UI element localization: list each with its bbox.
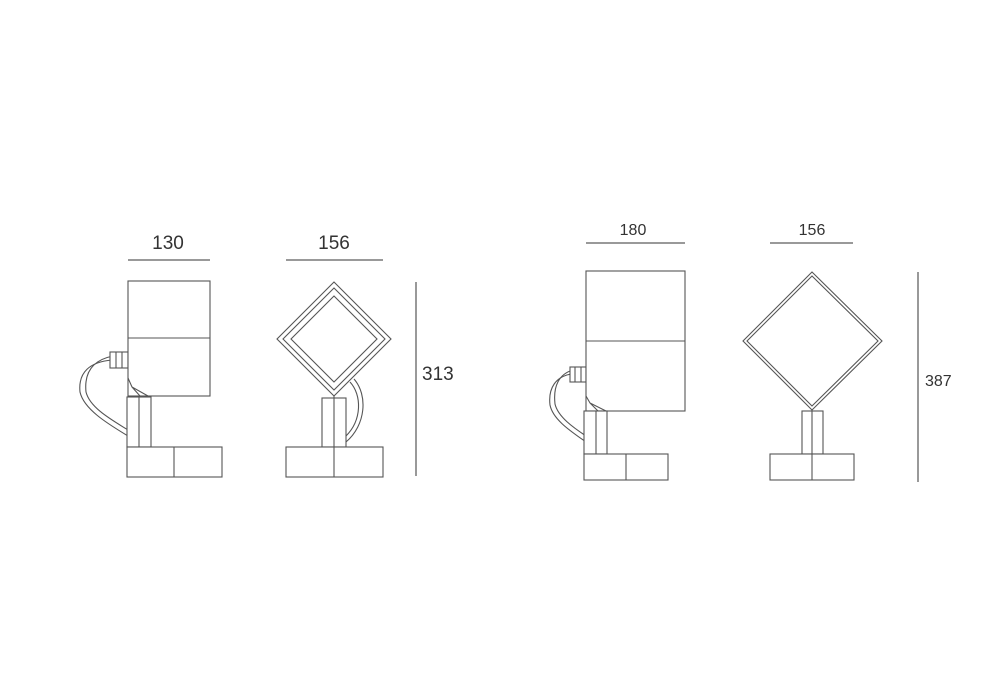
- large-front-view: 156 387: [742, 222, 952, 482]
- small-front-cable: [345, 381, 360, 437]
- small-front-width-label: 156: [318, 233, 350, 254]
- large-lamp-lens: [746, 275, 879, 407]
- large-front-width-label: 156: [799, 222, 826, 239]
- large-cable-gland: [569, 366, 587, 383]
- small-lamp-head-outer: [276, 281, 392, 397]
- small-front-view: 156 313: [276, 233, 454, 478]
- small-height-label: 313: [422, 364, 454, 385]
- small-lamp-lens: [290, 295, 378, 383]
- large-side-view: 180: [549, 222, 686, 481]
- small-side-cable: [79, 359, 129, 437]
- large-height-label: 387: [925, 373, 952, 390]
- large-side-width-label: 180: [620, 222, 647, 239]
- small-cable-gland: [109, 351, 129, 369]
- small-side-width-label: 130: [152, 233, 184, 254]
- small-side-view: 130: [79, 233, 223, 478]
- large-lamp-head-outer: [742, 271, 883, 411]
